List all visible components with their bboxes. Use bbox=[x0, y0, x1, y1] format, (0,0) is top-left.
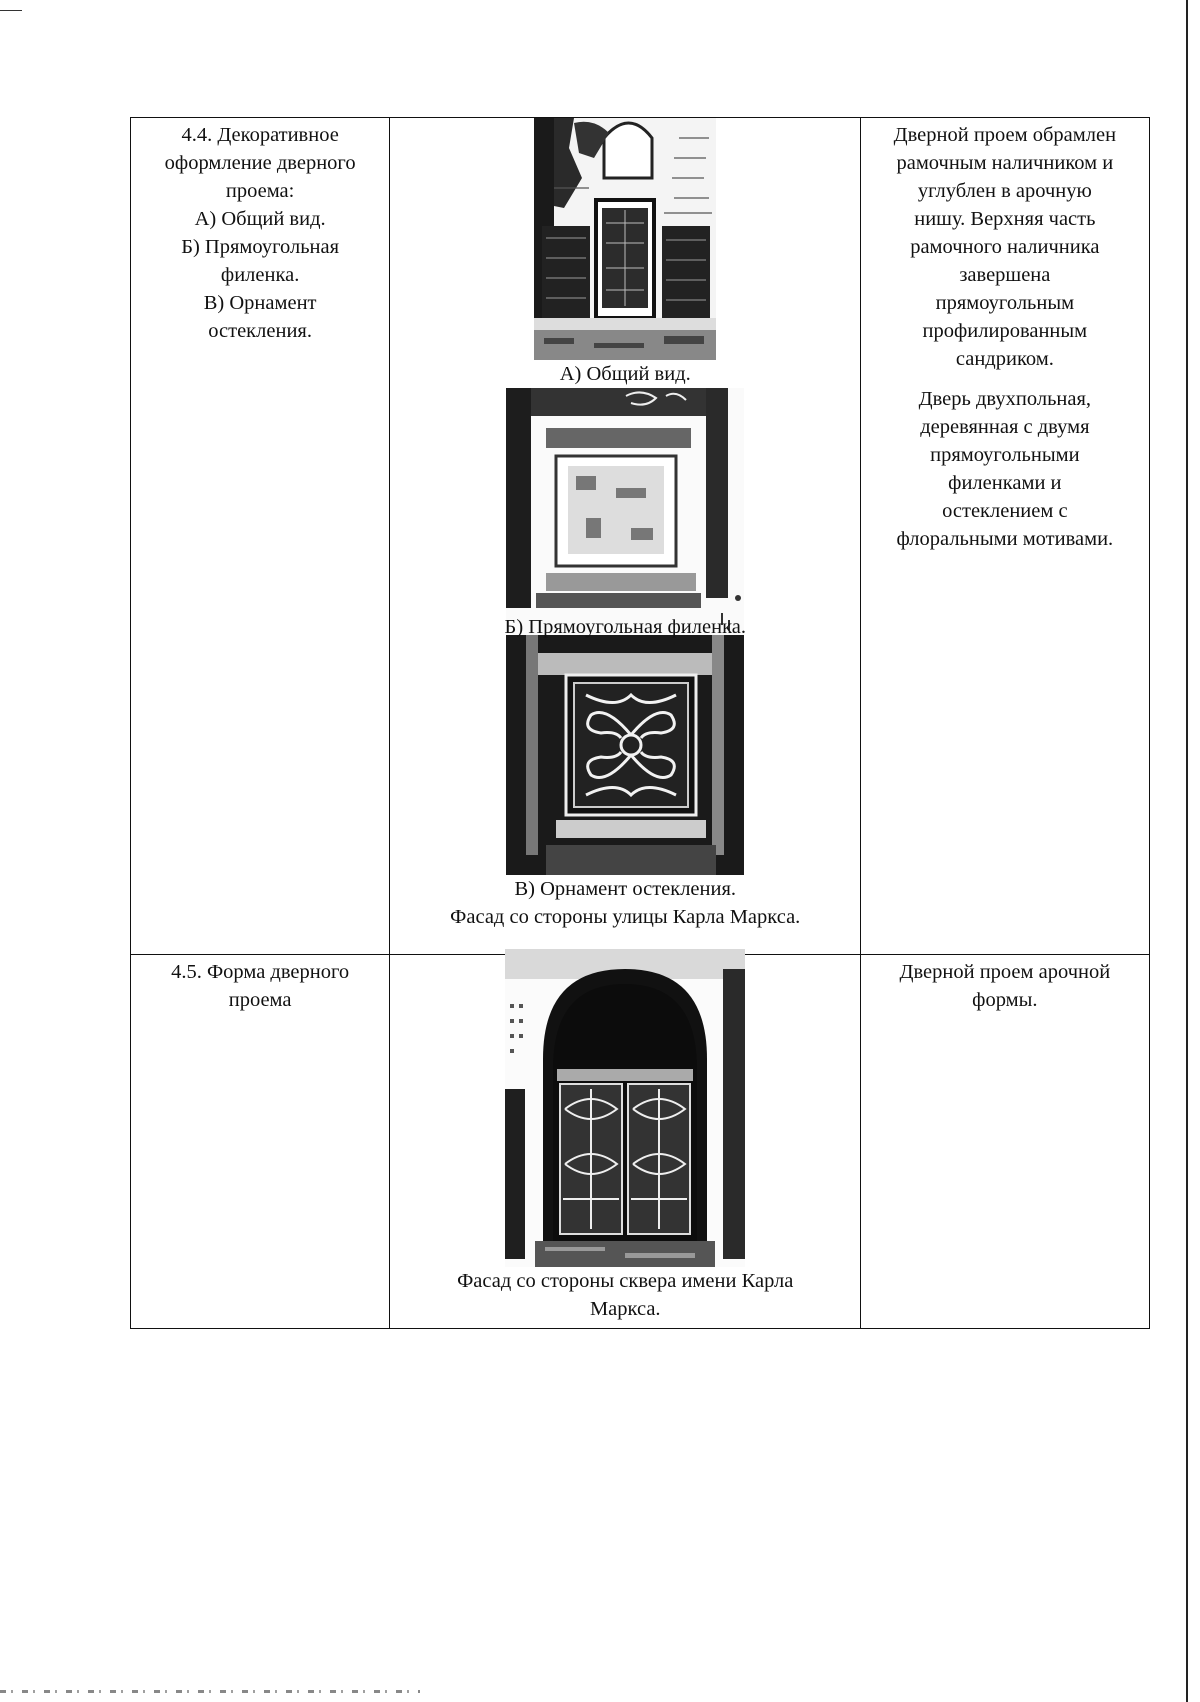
table-row-4-4: 4.4. Декоративное оформление дверного пр… bbox=[129, 117, 1151, 955]
description-line: Дверной проем обрамлен bbox=[893, 124, 1117, 146]
scan-mark bbox=[0, 10, 22, 11]
description-cell: Дверной проем обрамлен рамочным наличник… bbox=[859, 117, 1151, 955]
description-line: завершена bbox=[959, 264, 1051, 286]
description-line: остеклением с bbox=[942, 500, 1068, 522]
photo-a-caption: А) Общий вид. bbox=[559, 363, 691, 385]
description-line: флоральными мотивами. bbox=[896, 528, 1114, 550]
section-title-line: Б) Прямоугольная bbox=[181, 236, 340, 258]
section-title-line: 4.5. Форма дверного bbox=[171, 961, 350, 983]
section-title-line: В) Орнамент bbox=[203, 292, 317, 314]
description-line: прямоугольными bbox=[930, 444, 1080, 466]
document-table: 4.4. Декоративное оформление дверного пр… bbox=[129, 117, 1151, 1329]
photo-b-block: Б) Прямоугольная филенка. bbox=[390, 388, 860, 641]
section-title-line: проема: bbox=[225, 180, 295, 202]
description-paragraph-2: Дверь двухпольная, деревянная с двумя пр… bbox=[869, 385, 1141, 553]
photo-c-block: В) Орнамент остекления. Фасад со стороны… bbox=[390, 635, 860, 931]
section-title-line: 4.4. Декоративное bbox=[181, 124, 339, 146]
description-line: рамочного наличника bbox=[910, 236, 1100, 258]
description-line: прямоугольным bbox=[935, 292, 1075, 314]
section-title-cell: 4.5. Форма дверного проема bbox=[129, 954, 391, 1329]
description-line: деревянная с двумя bbox=[920, 416, 1090, 438]
photo-c-caption-2: Фасад со стороны улицы Карла Маркса. bbox=[450, 906, 801, 928]
photo-cell: А) Общий вид. bbox=[389, 117, 861, 955]
photo-a-block: А) Общий вид. bbox=[390, 118, 860, 388]
scan-noise bbox=[0, 1690, 420, 1693]
description-line: формы. bbox=[972, 989, 1038, 1011]
photo-d-caption-2: Маркса. bbox=[589, 1298, 661, 1320]
description-line: Дверной проем арочной bbox=[899, 961, 1111, 983]
door-general-view-photo bbox=[534, 118, 717, 360]
description-line: сандриком. bbox=[955, 348, 1054, 370]
description-paragraph-1: Дверной проем обрамлен рамочным наличник… bbox=[869, 121, 1141, 373]
section-title-cell: 4.4. Декоративное оформление дверного пр… bbox=[129, 117, 391, 955]
photo-d-block: Фасад со стороны сквера имени Карла Марк… bbox=[390, 949, 860, 1323]
section-title-line: оформление дверного bbox=[164, 152, 356, 174]
description-line: филенками и bbox=[948, 472, 1062, 494]
photo-c-caption-1: В) Орнамент остекления. bbox=[514, 878, 737, 900]
photo-b-caption: Б) Прямоугольная филенка. bbox=[504, 616, 746, 638]
description-cell: Дверной проем арочной формы. bbox=[859, 954, 1151, 1329]
glazing-ornament-photo bbox=[506, 635, 745, 875]
arched-doorway-photo bbox=[505, 949, 746, 1267]
section-title-line: остекления. bbox=[208, 320, 312, 342]
description-line: профилированным bbox=[922, 320, 1088, 342]
scan-edge bbox=[1186, 0, 1188, 1702]
description-line: нишу. Верхняя часть bbox=[914, 208, 1096, 230]
description-line: углублен в арочную bbox=[917, 180, 1092, 202]
description-line: рамочным наличником и bbox=[896, 152, 1114, 174]
description-line: Дверь двухпольная, bbox=[918, 388, 1092, 410]
photo-cell: Фасад со стороны сквера имени Карла Марк… bbox=[389, 949, 861, 1329]
description-paragraph-1: Дверной проем арочной формы. bbox=[869, 958, 1141, 1014]
photo-d-caption-1: Фасад со стороны сквера имени Карла bbox=[457, 1270, 794, 1292]
table-row-4-5: 4.5. Форма дверного проема bbox=[129, 949, 1151, 1329]
door-panel-photo bbox=[506, 388, 745, 635]
section-title-line: филенка. bbox=[220, 264, 300, 286]
section-title-line: проема bbox=[228, 989, 292, 1011]
section-title-line: А) Общий вид. bbox=[194, 208, 326, 230]
